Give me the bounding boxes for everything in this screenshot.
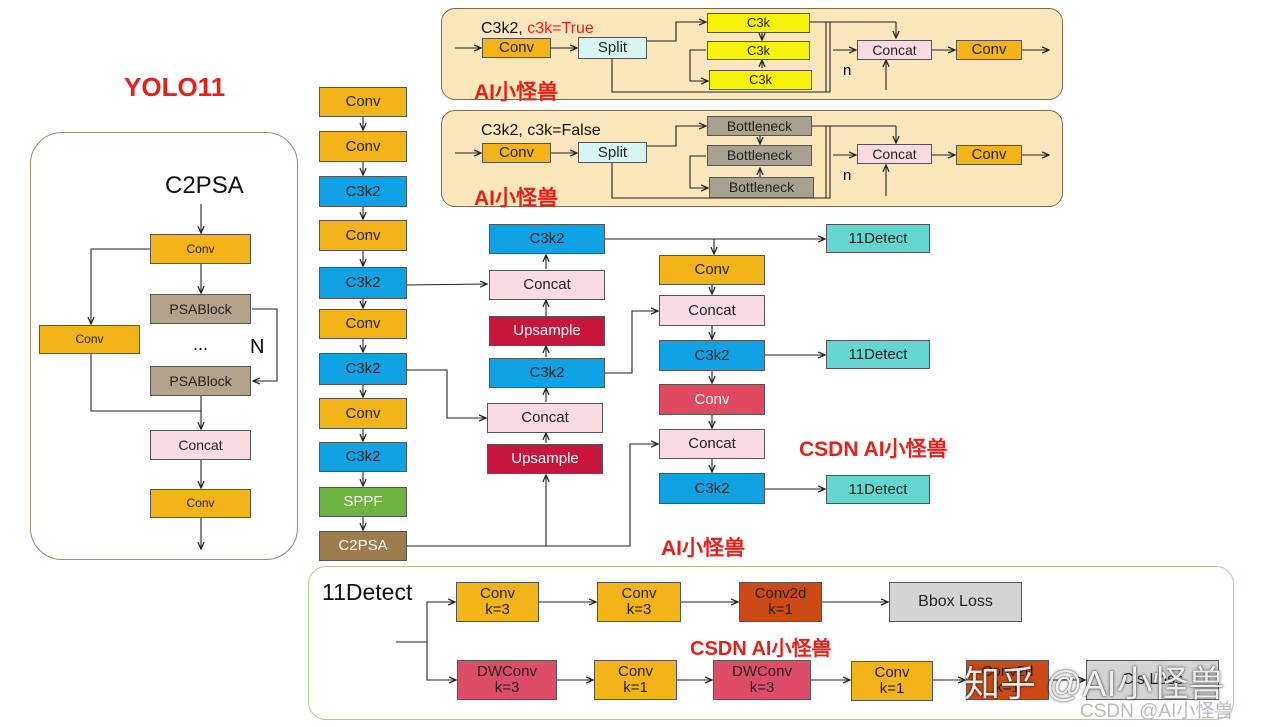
neck-right-c3k2-2: C3k2: [659, 473, 765, 504]
neck-right-concat-2: Concat: [659, 429, 765, 459]
watermark-top-2: AI小怪兽: [474, 187, 558, 210]
watermark-mid: CSDN AI小怪兽: [799, 438, 948, 461]
c2psa-conv-side: Conv: [39, 325, 140, 354]
c3k2-false-bottleneck-1: Bottleneck: [707, 116, 812, 136]
watermark-side: AI小怪兽: [661, 537, 745, 560]
c3k2-false-title: C3k2, c3k=False: [481, 122, 601, 139]
bbox-loss: Bbox Loss: [889, 582, 1022, 622]
box-conv-k3-1: Conv k=3: [456, 582, 539, 622]
zhihu-watermark: 知乎 @AI小怪兽: [964, 663, 1225, 704]
neck-right-c3k2-1: C3k2: [659, 340, 765, 371]
c3k2-true-c3k-3: C3k: [709, 70, 812, 90]
c3k2-false-bottleneck-3: Bottleneck: [709, 177, 814, 198]
cls-conv-k1-2: Conv k=1: [851, 661, 933, 701]
backbone-c3k2-2: C3k2: [319, 267, 407, 299]
c3k2-false-conv-in: Conv: [482, 143, 551, 163]
cls-dwconv-k3-1: DWConv k=3: [457, 660, 557, 700]
backbone-c3k2-3: C3k2: [319, 353, 407, 385]
backbone-c2psa: C2PSA: [319, 531, 407, 561]
detect-head-title: 11Detect: [322, 579, 413, 605]
detect-output-1: 11Detect: [826, 224, 930, 253]
c3k2-true-conv-out: Conv: [956, 40, 1022, 60]
c3k2-true-c3k-2: C3k: [707, 41, 810, 60]
backbone-c3k2-4: C3k2: [319, 442, 407, 472]
c3k2-false-concat: Concat: [857, 144, 932, 164]
c3k2-true-flag: c3k=True: [527, 20, 594, 37]
neck-upsample-2: Upsample: [487, 444, 603, 474]
c2psa-concat: Concat: [150, 430, 251, 460]
c3k2-false-conv-out: Conv: [956, 145, 1022, 165]
neck-c3k2-mid: C3k2: [489, 358, 605, 388]
csdn-footer-watermark: CSDN @AI小怪兽: [1080, 701, 1234, 722]
backbone-conv-2: Conv: [319, 131, 407, 162]
backbone-sppf: SPPF: [319, 487, 407, 517]
neck-right-concat-1: Concat: [659, 295, 765, 326]
c2psa-panel-title: C2PSA: [165, 172, 244, 199]
c3k2-true-title-text: C3k2,: [481, 20, 523, 37]
neck-c3k2-top: C3k2: [489, 224, 605, 254]
cls-dwconv-k3-2: DWConv k=3: [713, 660, 811, 700]
cls-conv-k1-1: Conv k=1: [594, 660, 677, 700]
backbone-c3k2-1: C3k2: [319, 176, 407, 207]
backbone-conv-5: Conv: [319, 398, 407, 429]
c3k2-false-split: Split: [578, 142, 647, 163]
c2psa-conv-bottom: Conv: [150, 489, 251, 518]
cls-loss: Cls Loss: [1086, 660, 1219, 700]
c3k2-true-concat: Concat: [857, 40, 932, 60]
box-conv2d-k1: Conv2d k=1: [739, 582, 822, 622]
neck-upsample-1: Upsample: [489, 316, 605, 346]
c3k2-true-split: Split: [578, 37, 647, 59]
neck-concat-1: Concat: [489, 270, 605, 300]
c3k2-false-n: n: [843, 167, 852, 184]
backbone-conv-4: Conv: [319, 309, 407, 339]
neck-concat-2: Concat: [487, 403, 603, 433]
backbone-conv-1: Conv: [319, 87, 407, 117]
cls-conv2d-k1: Conv2d k=1: [966, 660, 1049, 700]
detect-output-2: 11Detect: [826, 340, 930, 369]
c2psa-psablock-2: PSABlock: [150, 366, 251, 396]
c2psa-conv-top: Conv: [150, 234, 251, 264]
watermark-top-1: AI小怪兽: [474, 81, 558, 104]
c3k2-true-n: n: [843, 62, 852, 79]
box-conv-k3-2: Conv k=3: [597, 582, 681, 622]
diagram-title: YOLO11: [124, 72, 226, 102]
detect-output-3: 11Detect: [826, 475, 930, 504]
c3k2-true-title: C3k2, c3k=True: [481, 20, 594, 38]
c2psa-n-label: N: [250, 336, 265, 358]
c3k2-false-bottleneck-2: Bottleneck: [707, 145, 812, 166]
watermark-bottom: CSDN AI小怪兽: [690, 638, 832, 660]
c2psa-ellipsis: ...: [193, 334, 209, 354]
backbone-conv-3: Conv: [319, 220, 407, 251]
c3k2-true-conv-in: Conv: [482, 38, 551, 58]
neck-right-conv-1: Conv: [659, 255, 765, 285]
neck-right-conv-2: Conv: [659, 384, 765, 415]
c3k2-true-c3k-1: C3k: [707, 13, 810, 33]
c2psa-psablock-1: PSABlock: [150, 294, 251, 324]
